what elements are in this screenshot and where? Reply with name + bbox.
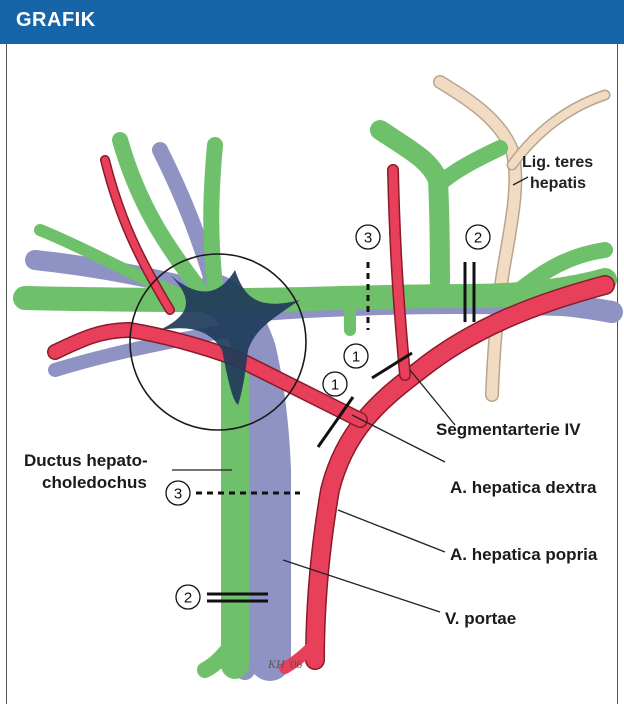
- marker-two-bottom: 2: [176, 585, 200, 609]
- svg-text:3: 3: [174, 486, 182, 503]
- svg-text:3: 3: [364, 230, 372, 247]
- marker-two-top: 2: [466, 225, 490, 249]
- label-lig-teres: Lig. teres: [522, 154, 593, 171]
- svg-text:2: 2: [184, 590, 192, 607]
- label-ductus-2: choledochus: [42, 473, 147, 492]
- svg-text:2: 2: [474, 230, 482, 247]
- svg-text:1: 1: [331, 377, 339, 394]
- marker-one-b: 1: [323, 372, 347, 396]
- marker-one-a: 1: [344, 344, 368, 368]
- hepatic-artery: [55, 160, 605, 668]
- artist-signature: KH '06: [267, 657, 302, 671]
- marker-three-bottom: 3: [166, 481, 190, 505]
- svg-text:1: 1: [352, 349, 360, 366]
- label-v-portae: V. portae: [445, 609, 516, 628]
- marker-three-top: 3: [356, 225, 380, 249]
- label-hepatis: hepatis: [530, 175, 586, 192]
- label-segmentarterie: Segmentarterie IV: [436, 420, 581, 439]
- label-hepatica-dextra: A. hepatica dextra: [450, 478, 597, 497]
- label-ductus-1: Ductus hepato-: [24, 451, 148, 470]
- label-hepatica-popria: A. hepatica popria: [450, 545, 598, 564]
